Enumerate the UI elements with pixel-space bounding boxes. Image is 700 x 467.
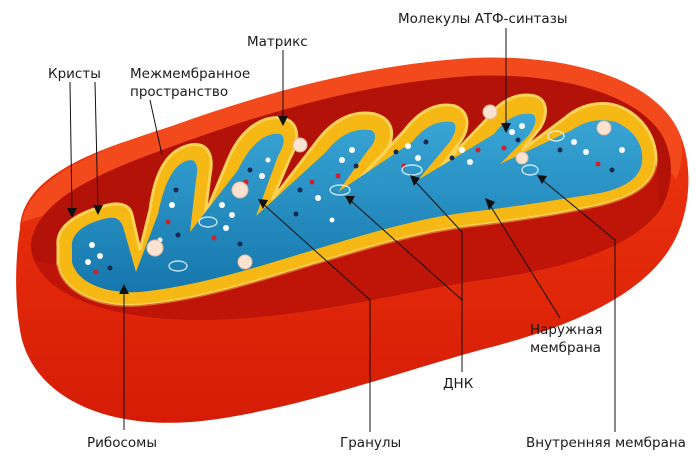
arrow-granules — [258, 199, 268, 209]
granule-dot — [293, 211, 299, 217]
label-outer-membrane-line2: мембрана — [530, 340, 601, 356]
granule-dot — [449, 155, 455, 161]
granule-dot — [339, 157, 345, 163]
ribosome-dot — [475, 147, 481, 153]
granule-dot — [571, 139, 577, 145]
granule-large — [231, 181, 249, 199]
arrow-matrix — [278, 116, 288, 126]
granule-dot — [315, 195, 321, 201]
granule-large — [596, 120, 612, 136]
granule-dot — [583, 149, 589, 155]
leader-cristae-1 — [69, 81, 73, 216]
leader-cristae-2 — [94, 81, 99, 213]
dna-ring — [521, 164, 539, 176]
granule-dot — [349, 147, 355, 153]
leader-outer-membrane — [487, 201, 561, 319]
granule-dot — [353, 163, 359, 169]
label-matrix: Матрикс — [247, 34, 308, 50]
granule-dot — [459, 147, 465, 153]
granule-large — [146, 239, 164, 257]
label-granules: Гранулы — [340, 435, 401, 451]
ribosome-dot — [501, 145, 507, 151]
ribosome-dot — [211, 235, 217, 241]
granule-dot — [619, 147, 625, 153]
granule-dot — [609, 167, 615, 173]
label-intermembrane-line2: пространство — [130, 84, 228, 100]
arrow-inner — [537, 175, 547, 184]
arrow-dna — [410, 175, 420, 186]
dna-ring — [547, 130, 565, 142]
granule-dot — [393, 149, 399, 155]
leader-inner-membrane — [539, 177, 616, 432]
granule-dot — [237, 241, 243, 247]
arrow-cristae-2 — [93, 205, 103, 215]
label-inner-membrane: Внутренняя мембрана — [526, 435, 686, 451]
leader-dna — [411, 177, 463, 372]
label-outer-membrane-line1: Наружная — [530, 322, 602, 338]
dna-ring — [401, 164, 423, 176]
granule-dot — [297, 187, 303, 193]
leader-intermembrane — [149, 99, 163, 156]
dna-ring — [168, 260, 188, 272]
ribosome-dot — [595, 161, 601, 167]
ribosome-dot — [335, 173, 341, 179]
granule-dot — [265, 157, 271, 163]
arrow-atp — [501, 123, 511, 133]
arrow-outer — [485, 198, 495, 210]
arrow-cristae-1 — [67, 208, 77, 218]
leader-arrowheads — [67, 116, 547, 294]
label-cristae: Кристы — [48, 66, 101, 82]
granule-dot — [423, 139, 429, 145]
dna-ring — [198, 216, 218, 228]
granule-dot — [557, 147, 563, 153]
ribosome-dot — [309, 179, 315, 185]
label-ribosomes: Рибосомы — [87, 435, 157, 451]
granule-large — [237, 254, 253, 270]
leader-granules — [261, 202, 371, 432]
granule-dot — [169, 202, 175, 208]
granule-dot — [467, 159, 473, 165]
granule-dot — [223, 225, 229, 231]
granule-large — [482, 104, 498, 120]
leader-dna-branch — [349, 199, 463, 301]
label-intermembrane-line1: Межмембранное — [130, 66, 250, 82]
label-atp-synthase: Молекулы АТФ-синтазы — [398, 11, 568, 27]
granule-dot — [329, 217, 335, 223]
granule-dot — [515, 137, 521, 143]
granule-dot — [173, 187, 179, 193]
granule-dot — [259, 173, 265, 179]
granule-dot — [247, 167, 253, 173]
granule-dot — [85, 259, 91, 265]
granule-large — [515, 151, 529, 165]
granule-dot — [405, 143, 411, 149]
ribosome-dot — [93, 269, 99, 275]
granule-dot — [97, 253, 103, 259]
granule-dot — [89, 242, 95, 248]
granule-dot — [175, 232, 181, 238]
matrix-shape — [71, 113, 643, 293]
granule-dot — [415, 155, 421, 161]
granule-dot — [107, 265, 113, 271]
granule-large — [292, 137, 308, 153]
leader-lines — [69, 28, 616, 432]
granule-dot — [219, 202, 225, 208]
front-cut-wall — [34, 160, 660, 320]
label-dna: ДНК — [443, 376, 474, 392]
arrow-ribosomes — [119, 284, 129, 294]
matrix-particles — [85, 104, 625, 275]
dna-ring — [329, 184, 351, 196]
granule-dot — [509, 129, 515, 135]
granule-dot — [229, 212, 235, 218]
ribosome-dot — [165, 219, 171, 225]
granule-dot — [519, 123, 525, 129]
